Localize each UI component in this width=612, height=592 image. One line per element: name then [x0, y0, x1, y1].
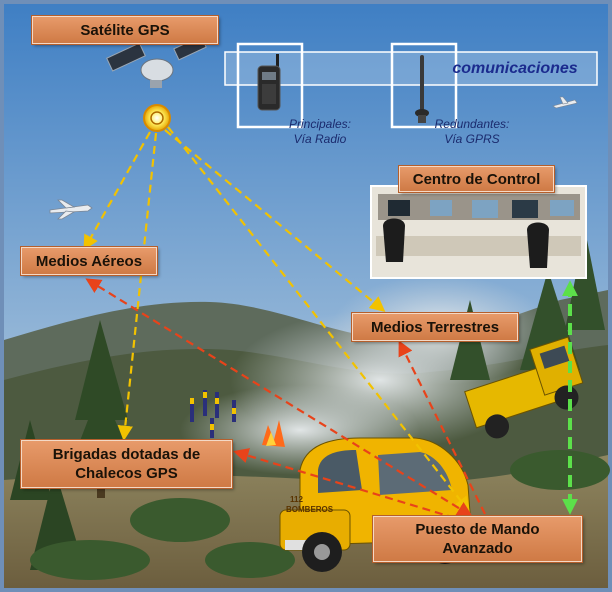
control-center-label: Centro de Control — [399, 166, 554, 192]
airplane-icon — [49, 199, 93, 220]
principal-caption: Principales: Vía Radio — [288, 117, 352, 146]
satellite-label: Satélite GPS — [32, 16, 218, 44]
gps-signal-ring — [150, 111, 164, 125]
airplane-icon — [552, 96, 578, 109]
antenna-icon — [415, 55, 429, 123]
control-center-photo — [370, 185, 587, 279]
gps-signal-icon — [143, 104, 171, 132]
command-post-label: Puesto de Mando Avanzado — [373, 516, 582, 562]
air-means-label: Medios Aéreos — [21, 247, 157, 275]
position-links — [85, 278, 486, 520]
communications-title: comunicaciones — [452, 60, 578, 77]
van-number: 112 — [290, 495, 303, 504]
walkie-talkie-icon — [257, 54, 281, 111]
position-link-air — [85, 278, 473, 517]
gps-satellite-icon — [106, 35, 207, 88]
bushes — [30, 450, 610, 580]
communications-band — [224, 51, 598, 86]
position-link-ground — [398, 340, 486, 515]
brigades-label: Brigadas dotadas de Chalecos GPS — [21, 440, 232, 488]
redundant-caption: Redundantes: Vía GPRS — [434, 117, 510, 146]
radio-frame — [236, 42, 304, 129]
ground-means-label: Medios Terrestres — [352, 313, 518, 341]
van-text: BOMBEROS — [286, 505, 334, 514]
gps-link-air — [83, 131, 151, 251]
gprs-frame — [390, 42, 458, 129]
